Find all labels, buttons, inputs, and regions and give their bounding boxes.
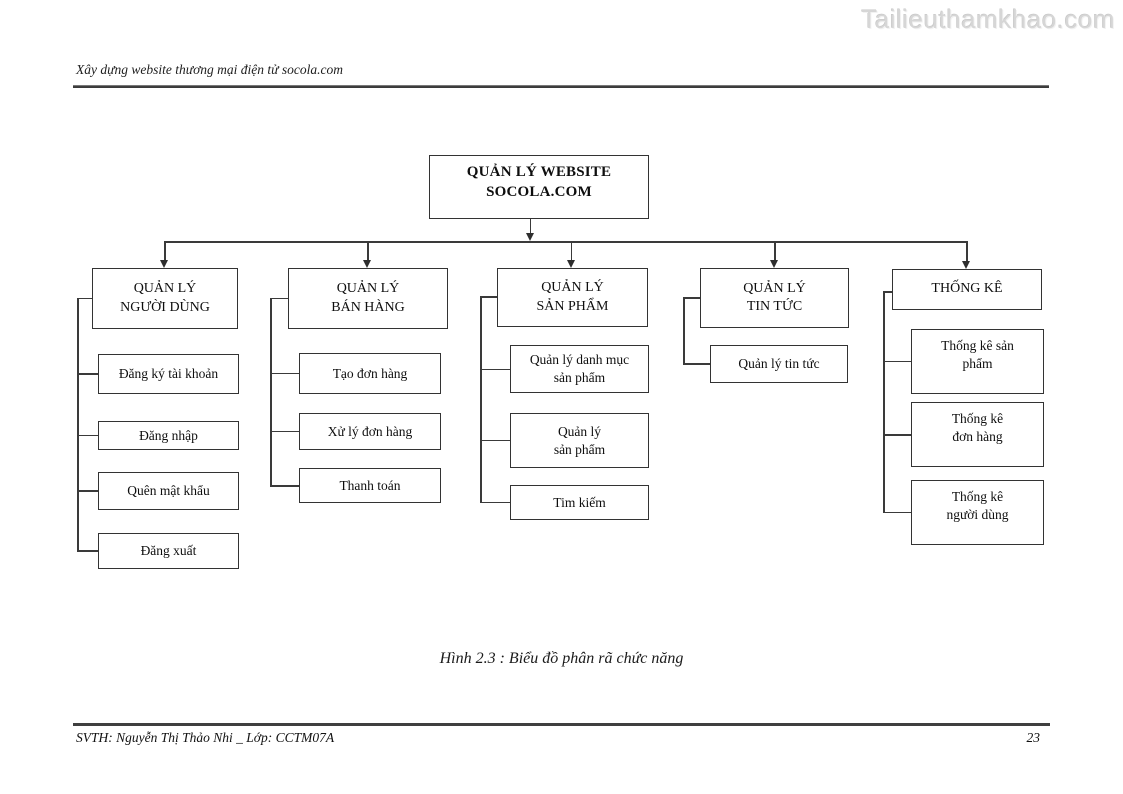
connector-stub-b2-k3 [270, 485, 299, 487]
watermark: Tailieuthamkhao.com [861, 4, 1115, 34]
connector-stub-b2-k1 [270, 372, 299, 374]
child-search: Tim kiếm [510, 485, 649, 520]
connector-rail-b4 [683, 297, 685, 364]
child-product-management: Quản lý sản phẩm [510, 413, 649, 468]
connector-trunk-line [529, 219, 532, 234]
child-news-item: Quản lý tin tức [710, 345, 848, 383]
connector-drop-line-3 [570, 242, 573, 260]
branch-news-management: QUẢN LÝ TIN TỨC [700, 268, 849, 328]
connector-drop-line-2 [367, 242, 369, 260]
connector-drop-arrow-1 [160, 260, 169, 268]
branch-product-management: QUẢN LÝ SẢN PHẨM [497, 268, 648, 327]
child-logout: Đăng xuất [98, 533, 239, 569]
connector-rail-b2 [270, 297, 272, 487]
child-login: Đăng nhập [98, 421, 239, 450]
connector-rail-b5 [883, 291, 885, 513]
connector-stub-b3 [480, 296, 497, 298]
child-create-order: Tạo đơn hàng [299, 353, 441, 394]
connector-trunk-arrow [525, 233, 534, 241]
connector-drop-arrow-4 [770, 260, 779, 268]
header-rule [73, 85, 1049, 88]
connector-stub-b3-k2 [480, 439, 510, 441]
footer-page-number: 23 [1026, 730, 1041, 745]
child-product-stats: Thống kê sản phẩm [911, 329, 1044, 394]
connector-drop-line-5 [966, 242, 968, 261]
connector-stub-b5-k1 [883, 360, 911, 362]
child-register-account: Đăng ký tài khoản [98, 354, 239, 394]
branch-sales-management: QUẢN LÝ BÁN HÀNG [288, 268, 448, 329]
connector-stub-b5-k2 [883, 434, 911, 436]
footer-author: SVTH: Nguyễn Thị Thảo Nhi _ Lớp: CCTM07A [76, 730, 335, 745]
connector-drop-arrow-5 [962, 261, 971, 269]
child-product-category-management: Quản lý danh mục sản phẩm [510, 345, 649, 393]
figure-caption: Hình 2.3 : Biểu đồ phân rã chức năng [439, 650, 684, 667]
connector-bus-line [164, 241, 968, 243]
child-order-stats: Thống kê đơn hàng [911, 402, 1044, 467]
connector-stub-b2-k2 [270, 430, 299, 432]
child-forgot-password: Quên mật khẩu [98, 472, 239, 510]
connector-stub-b4 [683, 297, 700, 299]
branch-statistics: THỐNG KÊ [892, 269, 1042, 310]
connector-stub-b3-k3 [480, 501, 510, 503]
connector-stub-b1-k1 [77, 373, 98, 375]
connector-stub-b5 [883, 291, 892, 293]
connector-rail-b3 [480, 296, 482, 503]
connector-stub-b5-k3 [883, 511, 911, 513]
connector-stub-b3-k1 [480, 368, 510, 370]
connector-stub-b2 [270, 297, 288, 299]
connector-rail-b1 [77, 297, 79, 552]
branch-user-management: QUẢN LÝ NGƯỜI DÙNG [92, 268, 238, 329]
child-process-order: Xử lý đơn hàng [299, 413, 441, 450]
connector-stub-b4-k1 [683, 363, 710, 365]
page-header-title: Xây dựng website thương mại điện tử soco… [76, 62, 344, 77]
child-user-stats: Thống kê người dùng [911, 480, 1044, 545]
connector-stub-b1 [77, 297, 92, 299]
connector-stub-b1-k3 [77, 490, 98, 492]
root-node: QUẢN LÝ WEBSITE SOCOLA.COM [429, 155, 649, 219]
connector-stub-b1-k4 [77, 550, 98, 552]
connector-stub-b1-k2 [77, 434, 98, 436]
connector-drop-arrow-3 [566, 260, 575, 268]
footer-rule [73, 723, 1050, 726]
connector-drop-line-4 [774, 242, 776, 260]
child-payment: Thanh toán [299, 468, 441, 503]
connector-drop-line-1 [164, 242, 166, 260]
connector-drop-arrow-2 [363, 260, 372, 268]
